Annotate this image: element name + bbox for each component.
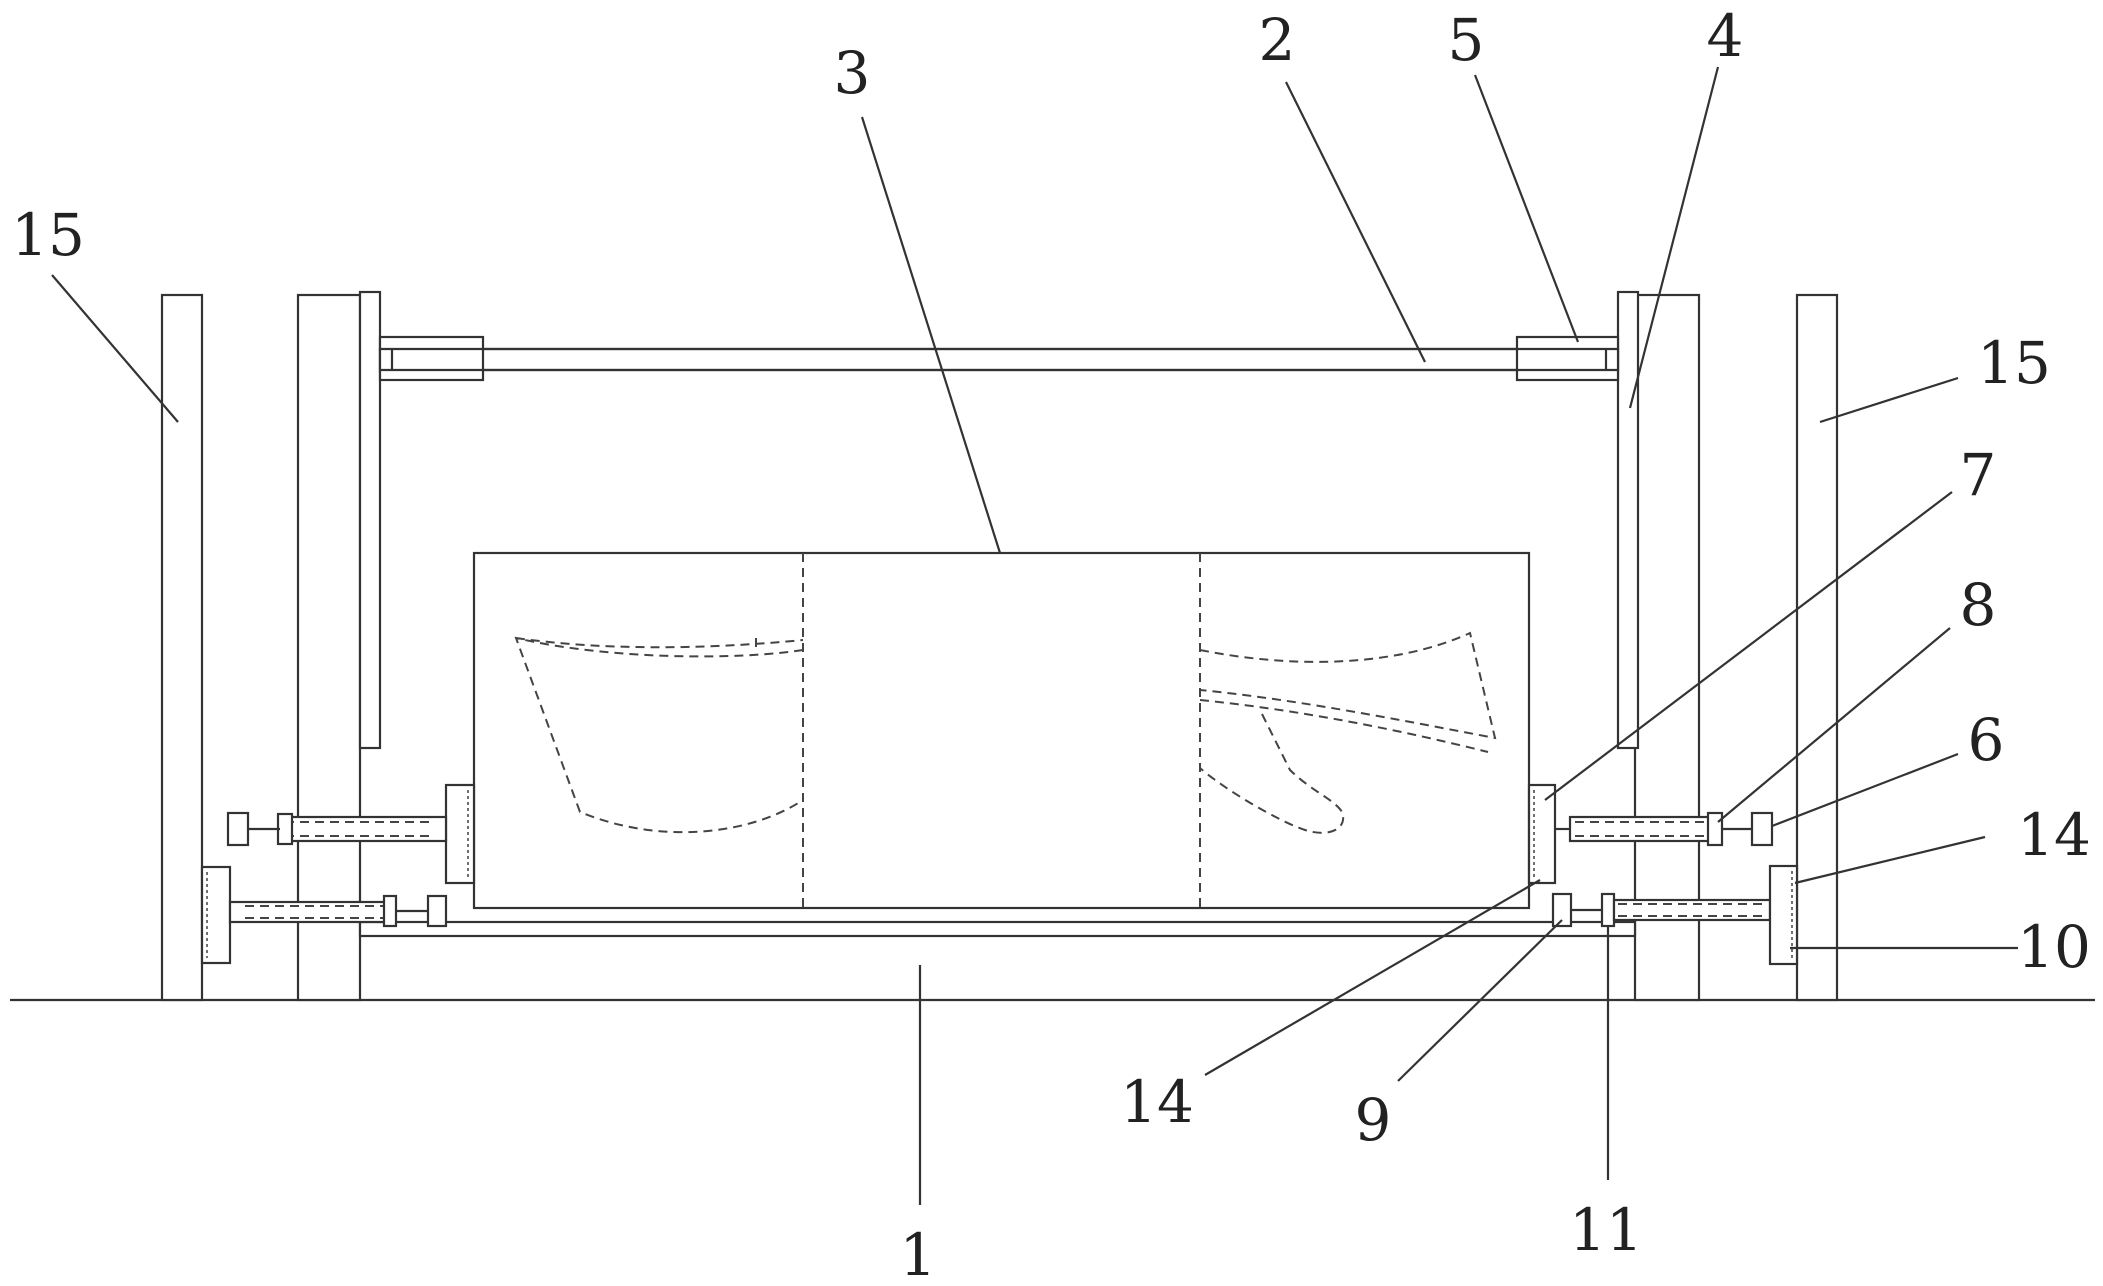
leader-6	[1771, 752, 1959, 828]
left-blade-inner	[515, 637, 804, 650]
left-upper-pad	[444, 783, 476, 885]
left-lower-pad	[200, 865, 232, 965]
label-9: 9	[1355, 1086, 1392, 1154]
right-hook-outline	[1199, 713, 1345, 834]
right-rail-clamp	[1515, 335, 1620, 382]
leader-8	[1717, 627, 1951, 823]
label-15-left: 15	[11, 201, 85, 269]
leader-14-bottom	[1204, 879, 1541, 1076]
right-outer-post	[1795, 293, 1839, 1002]
left-upper-screw	[278, 815, 448, 843]
top-rail	[378, 347, 1620, 372]
right-upper-pad	[1527, 783, 1557, 885]
leader-15-right	[1819, 376, 1959, 424]
label-6: 6	[1968, 706, 2005, 774]
main-body	[472, 551, 1531, 910]
label-1: 1	[900, 1221, 937, 1286]
label-8: 8	[1960, 571, 1997, 639]
left-lower-nut	[382, 894, 398, 928]
right-upper-knob	[1750, 811, 1774, 847]
right-lower-pad-10	[1768, 864, 1799, 966]
left-outer-post	[160, 293, 204, 1002]
right-upper-screw	[1568, 815, 1714, 843]
left-frame-post	[296, 293, 362, 1002]
left-lower-knob	[426, 894, 448, 928]
leader-14-right	[1794, 835, 1986, 885]
right-blade-outline	[1199, 631, 1497, 740]
left-hanging-arm	[358, 290, 382, 750]
label-3: 3	[834, 39, 871, 107]
left-rail-clamp	[378, 335, 485, 382]
right-hanging-arm	[1616, 290, 1640, 750]
label-10: 10	[2017, 913, 2091, 981]
left-upper-knob	[226, 811, 250, 847]
label-7: 7	[1960, 441, 1997, 509]
right-upper-nut	[1706, 811, 1724, 847]
leader-5	[1473, 74, 1580, 343]
label-4: 4	[1707, 2, 1744, 70]
leader-4	[1628, 66, 1720, 409]
leader-9	[1397, 919, 1563, 1082]
right-frame-post	[1633, 293, 1701, 1002]
label-5: 5	[1448, 6, 1485, 74]
label-14-right: 14	[2017, 801, 2091, 869]
leader-15-left	[51, 274, 179, 423]
base-plate	[358, 920, 1637, 938]
right-blade-inner	[1199, 699, 1489, 753]
right-lower-nut-11	[1600, 892, 1616, 928]
leader-2	[1285, 81, 1426, 363]
label-2: 2	[1259, 6, 1296, 74]
leader-7	[1544, 491, 1953, 801]
label-11: 11	[1569, 1196, 1643, 1264]
leader-3	[860, 116, 1002, 554]
label-15-right: 15	[1977, 329, 2051, 397]
left-upper-nut	[276, 812, 294, 846]
label-14-bottom: 14	[1120, 1068, 1194, 1136]
